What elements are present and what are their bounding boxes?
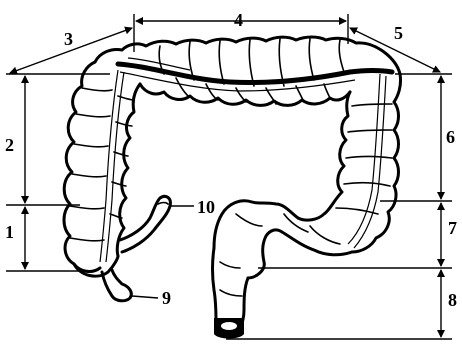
colon-illustration: [64, 37, 401, 339]
terminal-ileum: [120, 196, 170, 252]
sigmoid-fold-1: [236, 214, 262, 226]
label-6: 6: [446, 127, 455, 147]
label-9: 9: [162, 288, 171, 308]
descending-colon-inner-outline: [298, 92, 350, 220]
anal-opening: [221, 322, 237, 330]
label-4: 4: [234, 10, 243, 30]
dimension-lines: [6, 14, 452, 339]
cecum-outline: [74, 256, 118, 276]
leader-line-9: [132, 296, 158, 298]
rectum-fold-1: [220, 262, 240, 268]
descending-taenia-line-2: [354, 76, 386, 248]
label-8: 8: [448, 290, 457, 310]
sigmoid-colon-lower-outline: [248, 230, 352, 278]
rectum-left-outline: [213, 248, 217, 322]
label-3: 3: [64, 29, 73, 49]
transverse-haustra: [159, 39, 344, 104]
terminal-ileum-opening: [158, 203, 168, 205]
label-2: 2: [5, 135, 14, 155]
label-10: 10: [197, 197, 215, 217]
rectum-fold-2: [220, 290, 242, 296]
descending-taenia-line-1: [348, 74, 380, 244]
transverse-colon-bottom-outline: [140, 84, 350, 105]
label-1: 1: [5, 222, 14, 242]
sigmoid-fold-3: [310, 226, 340, 244]
descending-colon-outer-outline: [352, 74, 401, 252]
label-7: 7: [448, 218, 457, 238]
label-5: 5: [394, 23, 403, 43]
